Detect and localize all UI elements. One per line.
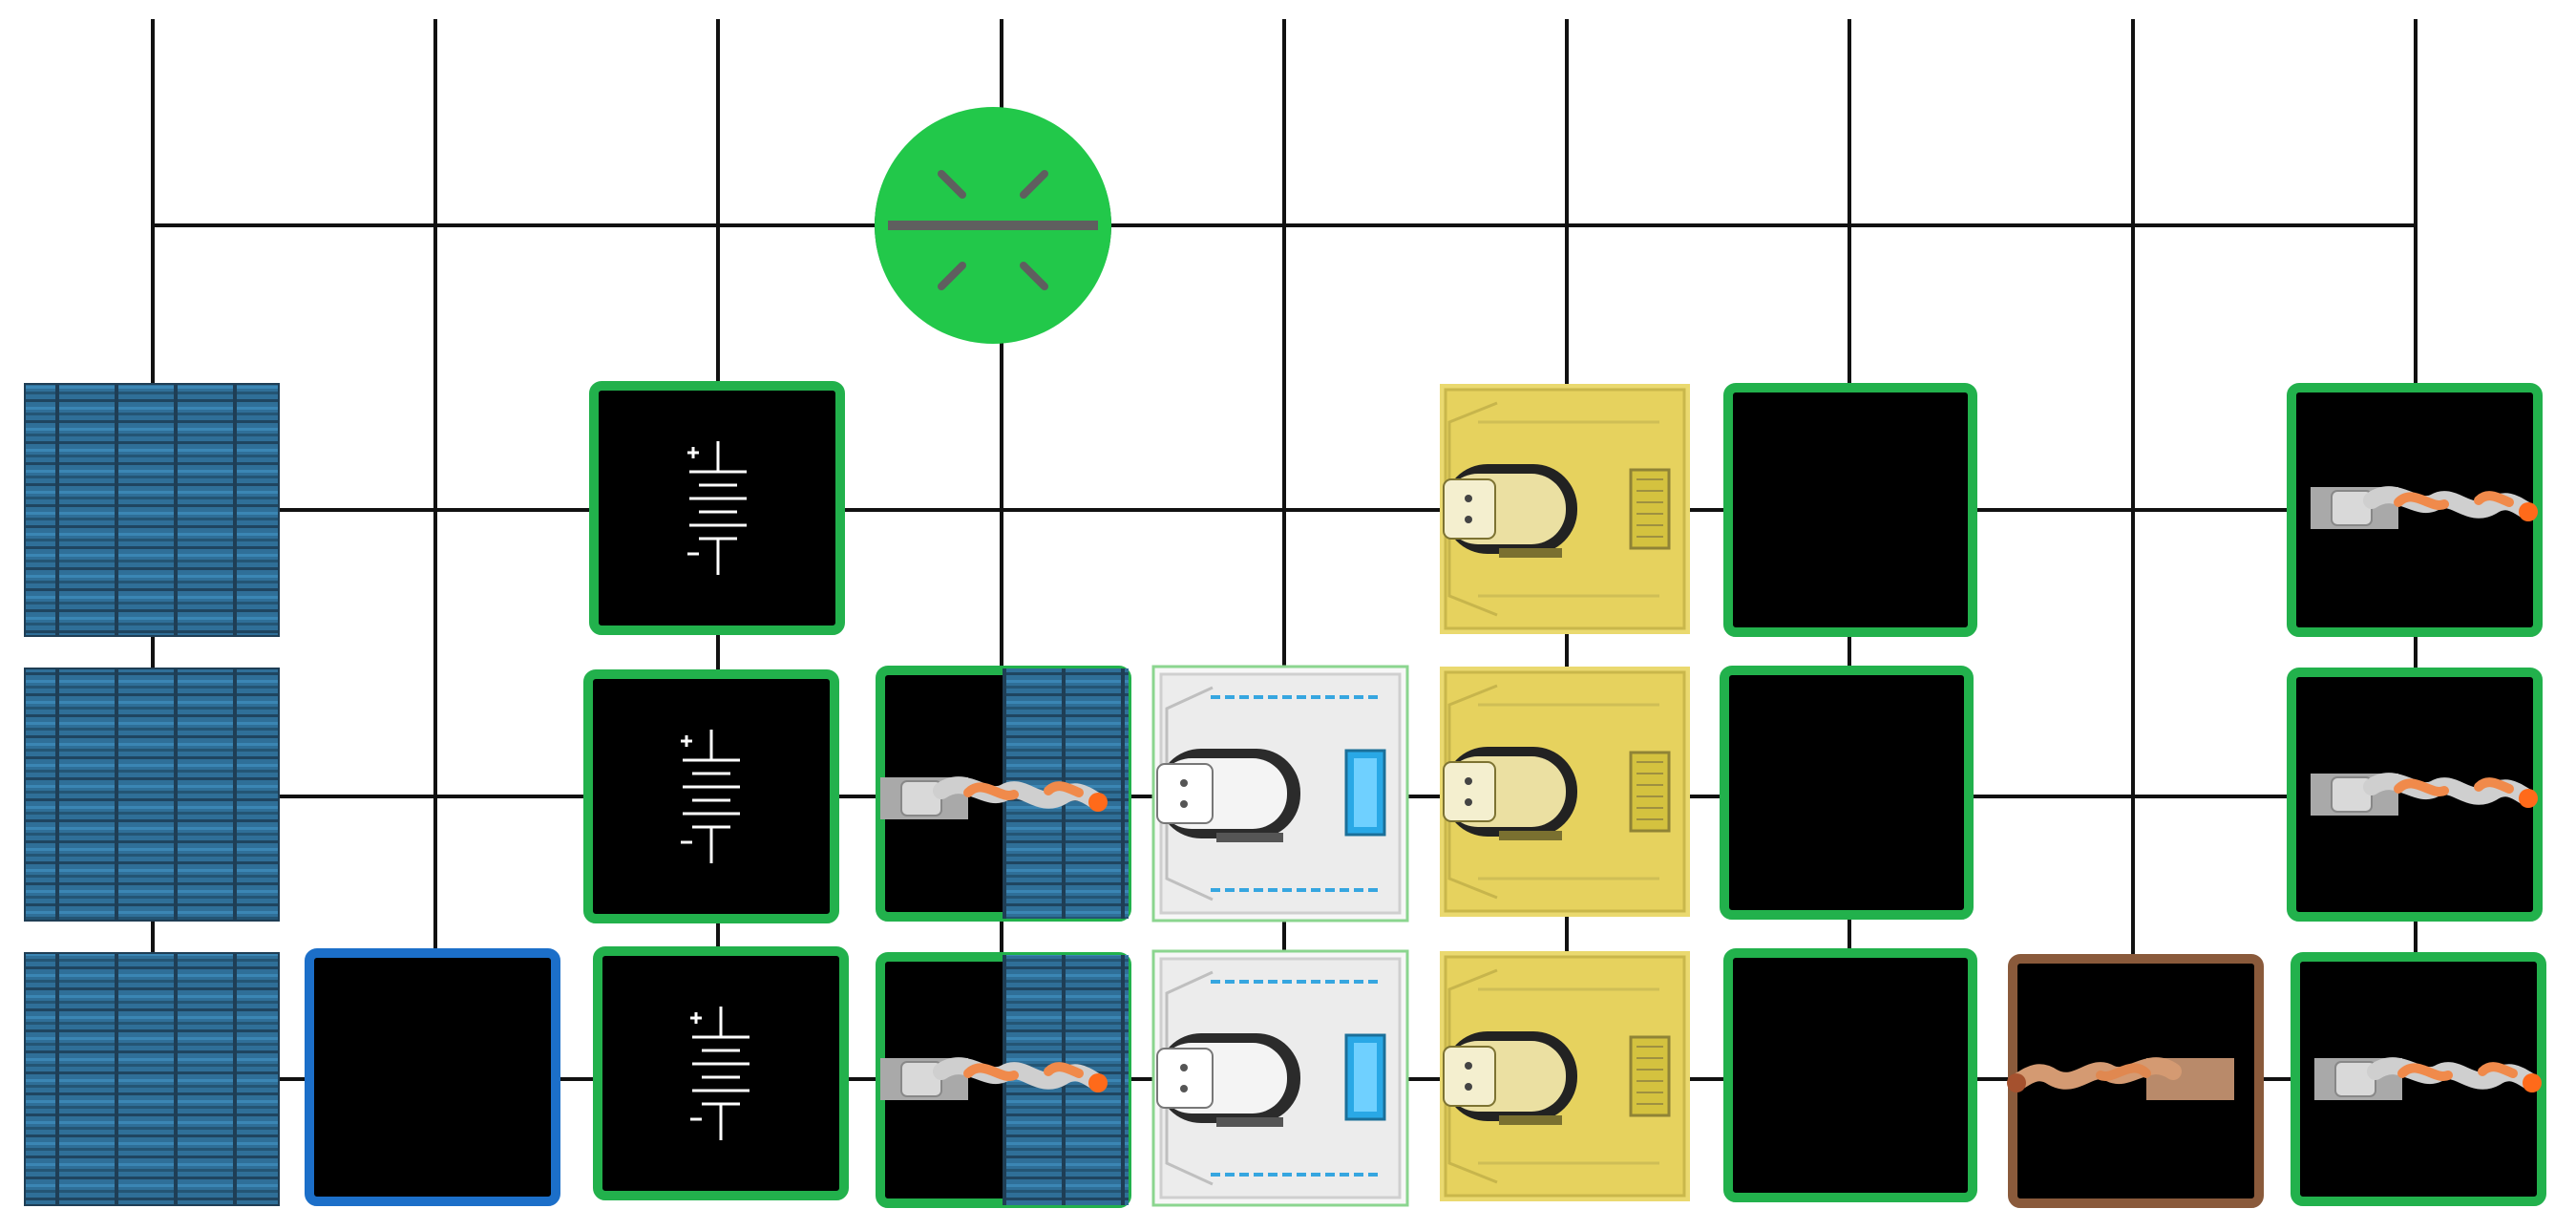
robot-arm-tile[interactable]	[880, 952, 1131, 1208]
empty-green-tile[interactable]	[1723, 948, 1977, 1202]
yellow-charging-station[interactable]	[1438, 382, 1692, 636]
solar-panel[interactable]	[24, 668, 280, 922]
robot-arm-tile[interactable]	[880, 666, 1131, 922]
white-charging-station[interactable]	[1151, 665, 1409, 922]
empty-blue-tile[interactable]	[305, 948, 560, 1206]
green-orb-robot[interactable]	[875, 107, 1111, 344]
white-charging-station[interactable]	[1151, 949, 1409, 1207]
solar-panel[interactable]	[24, 383, 280, 637]
robot-arm-tile[interactable]	[2287, 383, 2538, 637]
empty-green-tile[interactable]	[1720, 666, 1974, 920]
yellow-charging-station[interactable]	[1438, 949, 1692, 1203]
robot-arm-tile[interactable]	[2287, 668, 2538, 922]
battery-tile[interactable]	[593, 946, 849, 1200]
solar-panel[interactable]	[24, 952, 280, 1206]
brown-robot-arm-tile[interactable]	[2007, 954, 2264, 1208]
battery-tile[interactable]	[583, 669, 839, 923]
yellow-charging-station[interactable]	[1438, 665, 1692, 919]
robot-arm-tile[interactable]	[2291, 952, 2542, 1206]
empty-green-tile[interactable]	[1723, 383, 1977, 637]
battery-tile[interactable]	[589, 381, 845, 635]
